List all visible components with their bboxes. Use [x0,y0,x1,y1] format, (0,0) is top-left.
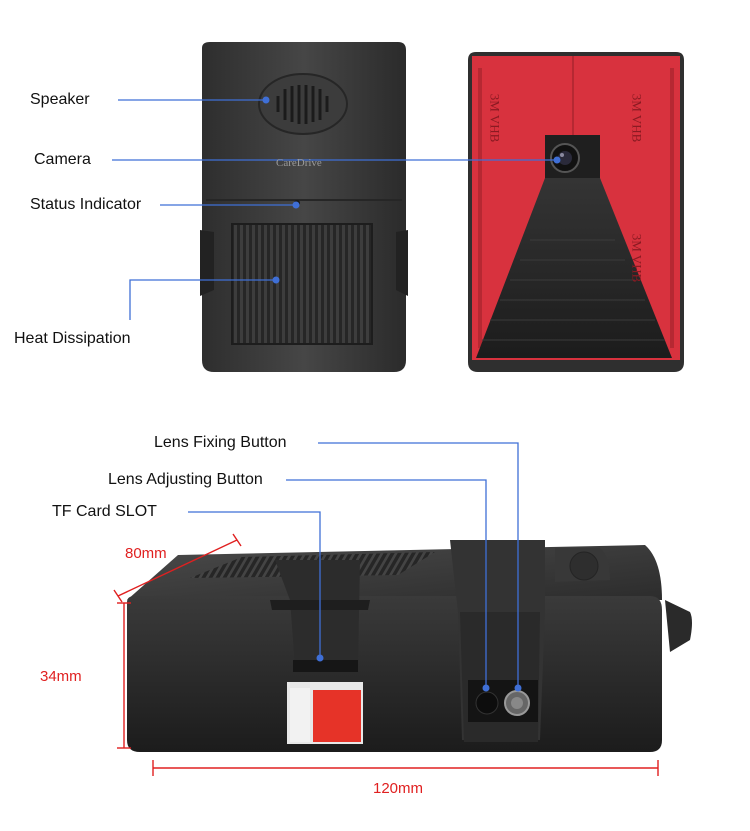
back-view-device [468,52,684,372]
dimension-lines [113,533,659,776]
dimension-depth: 80mm [125,545,167,562]
tape-print-1: 3M VHB [487,93,503,143]
leader-dots [262,96,561,692]
side-view-device [127,540,692,752]
dimension-height: 34mm [40,668,82,685]
label-camera: Camera [34,151,91,168]
label-speaker: Speaker [30,91,90,108]
heat-sink [231,223,373,345]
lens-adjusting-button [475,691,499,715]
label-tf-card-slot: TF Card SLOT [52,503,157,520]
label-lens-adjusting-button: Lens Adjusting Button [108,471,263,488]
label-status-indicator: Status Indicator [30,196,142,213]
leader-lines [112,99,557,688]
label-heat-dissipation: Heat Dissipation [14,330,131,347]
tape-print-2: 3M VHB [629,93,645,143]
speaker-grill [258,73,348,135]
tf-card-slot [293,660,358,672]
dimension-width: 120mm [373,780,424,797]
brand-logo: CareDrive [276,157,322,169]
label-lens-fixing-button: Lens Fixing Button [154,434,287,451]
camera-lens [550,143,580,173]
tape-print-3: 3M VHB [629,233,645,283]
front-view-device [200,42,408,372]
tf-card [287,682,363,744]
